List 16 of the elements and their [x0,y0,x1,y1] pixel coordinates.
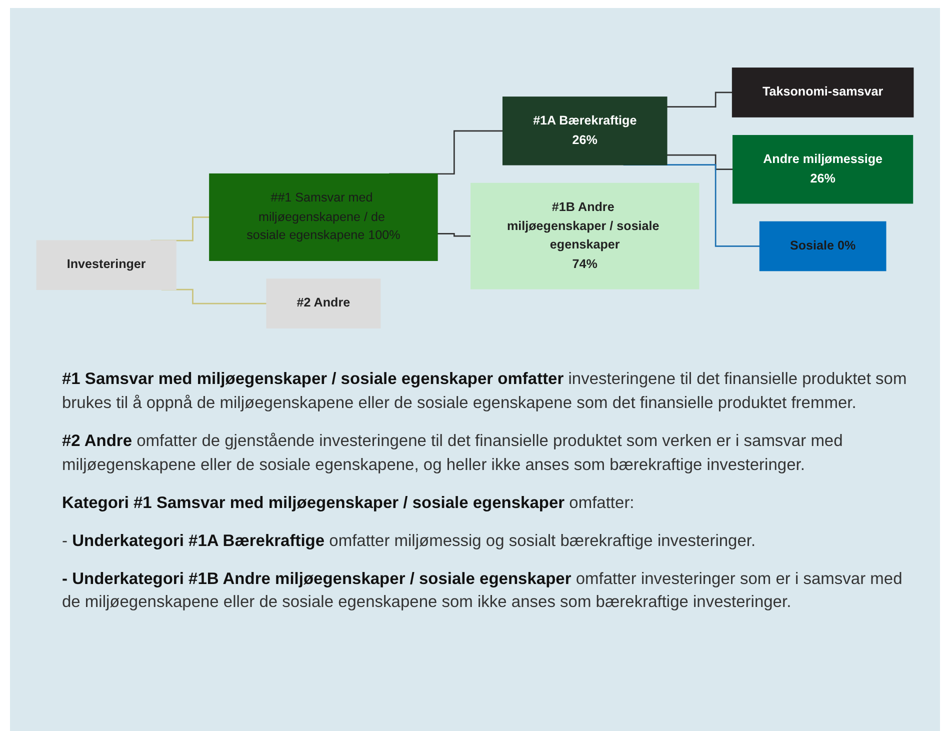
note-paragraph: Kategori #1 Samsvar med miljøegenskaper / sosiale egenskaper omfatter: [62,492,636,514]
node-box: Andre miljømessige 26% [732,135,914,204]
connector [666,92,734,108]
note-paragraph: #2 Andre omfatter de gjenstående investeringene til det finansielle produktet som verken er i samsvar med miljøegenskapene eller de sosiale egenskapene, og heller ikke anses som bærekraftige investeringer. [62,430,844,476]
node-box: #1B Andre miljøegenskaper / sosiale egenskaper 74% [470,182,700,290]
connector [666,154,734,170]
note-paragraph: - Underkategori #1A Bærekraftige omfatter miljømessig og sosialt bærekraftige investeringer. [62,530,757,552]
node-box: Investeringer [36,240,176,290]
node-box: Taksonomi-samsvar [732,68,914,118]
node-box: #1A Bærekraftige 26% [502,96,668,166]
connector [437,232,472,237]
node-box: Sosiale 0% [759,221,886,272]
note-paragraph: - Underkategori #1B Andre miljøegenskaper / sosiale egenskaper omfatter investeringer som er i samsvar med de miljøegenskapene eller de sosiale egenskapene som ikke anses som bærekraftige investeringer. [62,568,904,614]
node-box: ##1 Samsvar med miljøegenskapene / de sosiale egenskapene 100% [209,173,438,261]
note-paragraph: #1 Samsvar med miljøegenskaper / sosiale egenskaper omfatter investeringene til det finansielle produktet som brukes til å oppnå de miljøegenskapene eller de sosiale egenskapene som det finansielle produktet fremmer. [62,369,908,414]
node-box: #2 Andre [266,278,381,328]
